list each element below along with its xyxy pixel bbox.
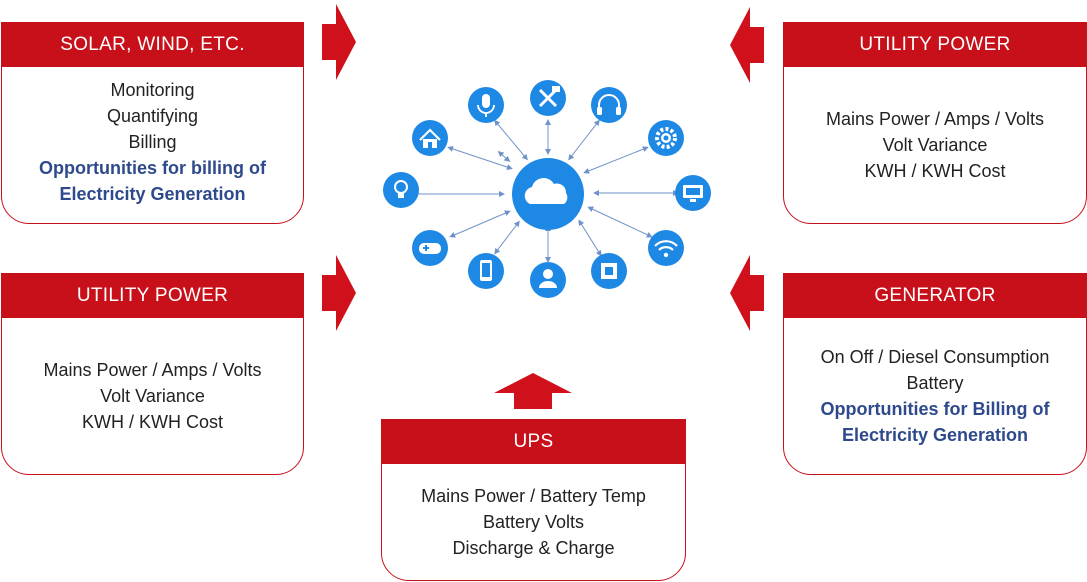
card-line: Billing bbox=[128, 132, 177, 152]
card-line: Battery bbox=[906, 373, 964, 393]
card-highlight: Opportunities for Billing of bbox=[820, 399, 1050, 419]
card-title: UPS bbox=[382, 420, 685, 464]
card-highlight: Electricity Generation bbox=[59, 184, 246, 204]
card-title: GENERATOR bbox=[784, 274, 1086, 318]
generator-card: GENERATOR On Off / Diesel Consumption Ba… bbox=[783, 273, 1087, 475]
cloud-icon bbox=[512, 158, 584, 230]
card-line: Mains Power / Amps / Volts bbox=[825, 109, 1045, 129]
chip-icon bbox=[591, 253, 627, 289]
arrow-left-middle bbox=[730, 255, 764, 331]
solar-wind-card: SOLAR, WIND, ETC. Monitoring Quantifying… bbox=[1, 22, 304, 224]
card-line: Battery Volts bbox=[482, 512, 585, 532]
headphones-icon bbox=[591, 87, 627, 123]
ups-card: UPS Mains Power / Battery Temp Battery V… bbox=[381, 419, 686, 581]
card-line: On Off / Diesel Consumption bbox=[820, 347, 1050, 367]
arrow-right-top bbox=[322, 4, 356, 80]
card-line: Quantifying bbox=[106, 106, 199, 126]
arrow-left-top bbox=[730, 7, 764, 83]
card-title: SOLAR, WIND, ETC. bbox=[2, 23, 303, 67]
utility-power-card-left: UTILITY POWER Mains Power / Amps / Volts… bbox=[1, 273, 304, 475]
card-line: Mains Power / Battery Temp bbox=[421, 486, 646, 506]
wifi-icon bbox=[648, 230, 684, 266]
card-line: KWH / KWH Cost bbox=[81, 412, 223, 432]
microphone-icon bbox=[468, 87, 504, 123]
card-line: Mains Power / Amps / Volts bbox=[43, 360, 262, 380]
lightbulb-icon bbox=[383, 172, 419, 208]
card-highlight: Opportunities for billing of bbox=[39, 158, 266, 178]
arrow-up-bottom bbox=[494, 373, 572, 409]
card-highlight: Electricity Generation bbox=[841, 425, 1029, 445]
card-title: UTILITY POWER bbox=[784, 23, 1086, 67]
card-line: Discharge & Charge bbox=[452, 538, 615, 558]
utility-power-card-top: UTILITY POWER Mains Power / Amps / Volts… bbox=[783, 22, 1087, 224]
card-title: UTILITY POWER bbox=[2, 274, 303, 318]
card-line: Volt Variance bbox=[882, 135, 988, 155]
home-icon bbox=[412, 120, 448, 156]
arrow-right-middle bbox=[322, 255, 356, 331]
iot-hub-diagram bbox=[383, 80, 711, 298]
tools-icon bbox=[530, 80, 566, 116]
smartphone-icon bbox=[468, 253, 504, 289]
card-line: Volt Variance bbox=[100, 386, 205, 406]
gear-icon bbox=[648, 120, 684, 156]
card-line: KWH / KWH Cost bbox=[864, 161, 1006, 181]
card-line: Monitoring bbox=[110, 80, 195, 100]
monitor-icon bbox=[675, 175, 711, 211]
gamepad-icon bbox=[412, 230, 448, 266]
user-icon bbox=[530, 262, 566, 298]
